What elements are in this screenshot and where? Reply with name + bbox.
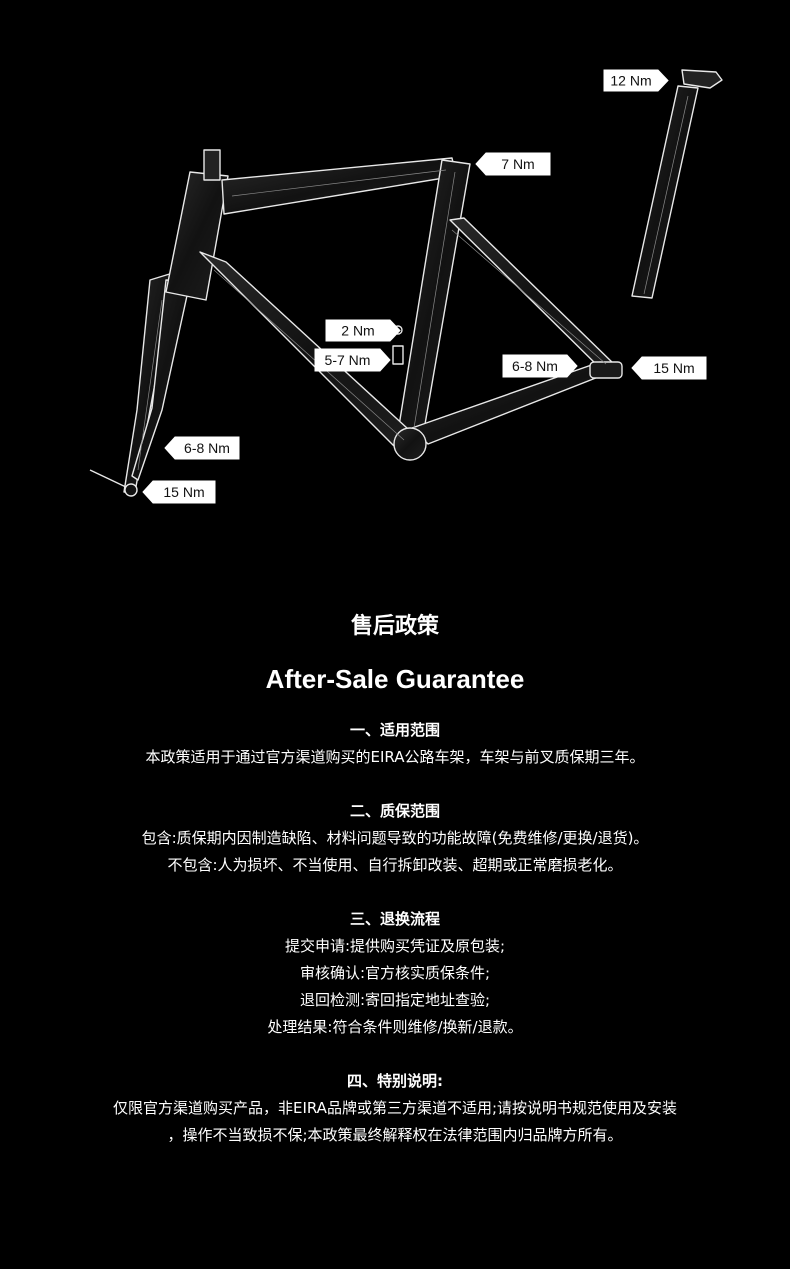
derailleur-mount bbox=[392, 345, 404, 365]
head-tube bbox=[165, 171, 229, 301]
steerer bbox=[203, 149, 221, 181]
torque-value: 6-8 Nm bbox=[184, 440, 230, 456]
torque-tag-seatpost-clamp: 12 Nm bbox=[603, 69, 669, 92]
section-line: 退回检测:寄回指定地址查验; bbox=[299, 991, 491, 1009]
section-scope: 一、适用范围 本政策适用于通过官方渠道购买的EIRA公路车架，车架与前叉质保期三… bbox=[0, 716, 790, 771]
torque-labels: 12 Nm 7 Nm 2 Nm 5-7 Nm 6-8 Nm 15 Nm 6-8 Nm 15 N… bbox=[142, 69, 707, 504]
torque-tag-shape bbox=[164, 436, 240, 460]
section-heading: 一、适用范围 bbox=[349, 721, 440, 739]
section-line: 不包含:人为损坏、不当使用、自行拆卸改装、超期或正常磨损老化。 bbox=[167, 856, 623, 874]
torque-value: 15 Nm bbox=[163, 484, 204, 500]
torque-value: 6-8 Nm bbox=[512, 358, 558, 374]
torque-tag-front-derailleur: 5-7 Nm bbox=[314, 348, 391, 372]
down-tube bbox=[199, 251, 421, 447]
torque-tag-shape bbox=[502, 354, 578, 378]
torque-value: 15 Nm bbox=[653, 360, 694, 376]
torque-tag-rear-brake: 6-8 Nm bbox=[502, 354, 578, 378]
seatpost bbox=[631, 85, 699, 299]
torque-tag-shape bbox=[603, 69, 669, 92]
section-heading: 三、退换流程 bbox=[349, 910, 440, 928]
torque-tag-front-brake: 6-8 Nm bbox=[164, 436, 240, 460]
torque-tag-seat-binder: 7 Nm bbox=[475, 152, 551, 176]
policy-title-en: After-Sale Guarantee bbox=[265, 664, 525, 694]
seat-tube bbox=[397, 159, 471, 433]
section-coverage: 二、质保范围 包含:质保期内因制造缺陷、材料问题导致的功能故障(免费维修/更换/… bbox=[0, 797, 790, 879]
section-heading: 四、特别说明: bbox=[347, 1072, 443, 1090]
torque-value: 12 Nm bbox=[610, 73, 651, 89]
section-line: ，操作不当致损不保;本政策最终解释权在法律范围内归品牌方所有。 bbox=[167, 1126, 623, 1144]
torque-tag-front-axle: 15 Nm bbox=[142, 480, 216, 504]
policy-title-cn: 售后政策 bbox=[350, 614, 439, 639]
top-tube bbox=[221, 157, 457, 215]
bike-frame-diagram: 12 Nm 7 Nm 2 Nm 5-7 Nm 6-8 Nm 15 Nm 6-8 Nm 15 N… bbox=[89, 69, 723, 504]
section-line: 处理结果:符合条件则维修/换新/退款。 bbox=[267, 1018, 523, 1036]
torque-tag-shape bbox=[325, 319, 401, 342]
section-line: 包含:质保期内因制造缺陷、材料问题导致的功能故障(免费维修/更换/退货)。 bbox=[141, 829, 649, 847]
torque-tag-shape bbox=[314, 348, 391, 372]
frame-detail-lines bbox=[137, 95, 689, 471]
torque-tag-bottle-cage: 2 Nm bbox=[325, 319, 401, 342]
section-line: 审核确认:官方核实质保条件; bbox=[299, 964, 491, 982]
saddle-clamp bbox=[681, 69, 723, 89]
torque-value: 2 Nm bbox=[341, 323, 374, 339]
torque-tag-shape bbox=[631, 356, 707, 380]
bottom-bracket bbox=[393, 427, 427, 461]
section-notes: 四、特别说明: 仅限官方渠道购买产品，非EIRA品牌或第三方渠道不适用;请按说明… bbox=[0, 1067, 790, 1149]
after-sale-policy: 售后政策 After-Sale Guarantee 一、适用范围 本政策适用于通… bbox=[0, 600, 790, 1149]
policy-sections: 一、适用范围 本政策适用于通过官方渠道购买的EIRA公路车架，车架与前叉质保期三… bbox=[0, 716, 790, 1149]
rear-dropout bbox=[589, 361, 623, 379]
section-heading: 二、质保范围 bbox=[349, 802, 440, 820]
torque-value: 5-7 Nm bbox=[325, 352, 371, 368]
section-line: 本政策适用于通过官方渠道购买的EIRA公路车架，车架与前叉质保期三年。 bbox=[145, 748, 645, 766]
section-line: 提交申请:提供购买凭证及原包装; bbox=[284, 937, 506, 955]
torque-tag-rear-axle: 15 Nm bbox=[631, 356, 707, 380]
torque-tag-shape bbox=[475, 152, 551, 176]
frame-illustration bbox=[89, 69, 723, 497]
section-line: 仅限官方渠道购买产品，非EIRA品牌或第三方渠道不适用;请按说明书规范使用及安装 bbox=[112, 1099, 678, 1117]
section-process: 三、退换流程 提交申请:提供购买凭证及原包装; 审核确认:官方核实质保条件; 退… bbox=[0, 905, 790, 1041]
seat-stay bbox=[449, 217, 617, 373]
torque-value: 7 Nm bbox=[501, 156, 534, 172]
torque-tag-shape bbox=[142, 480, 216, 504]
